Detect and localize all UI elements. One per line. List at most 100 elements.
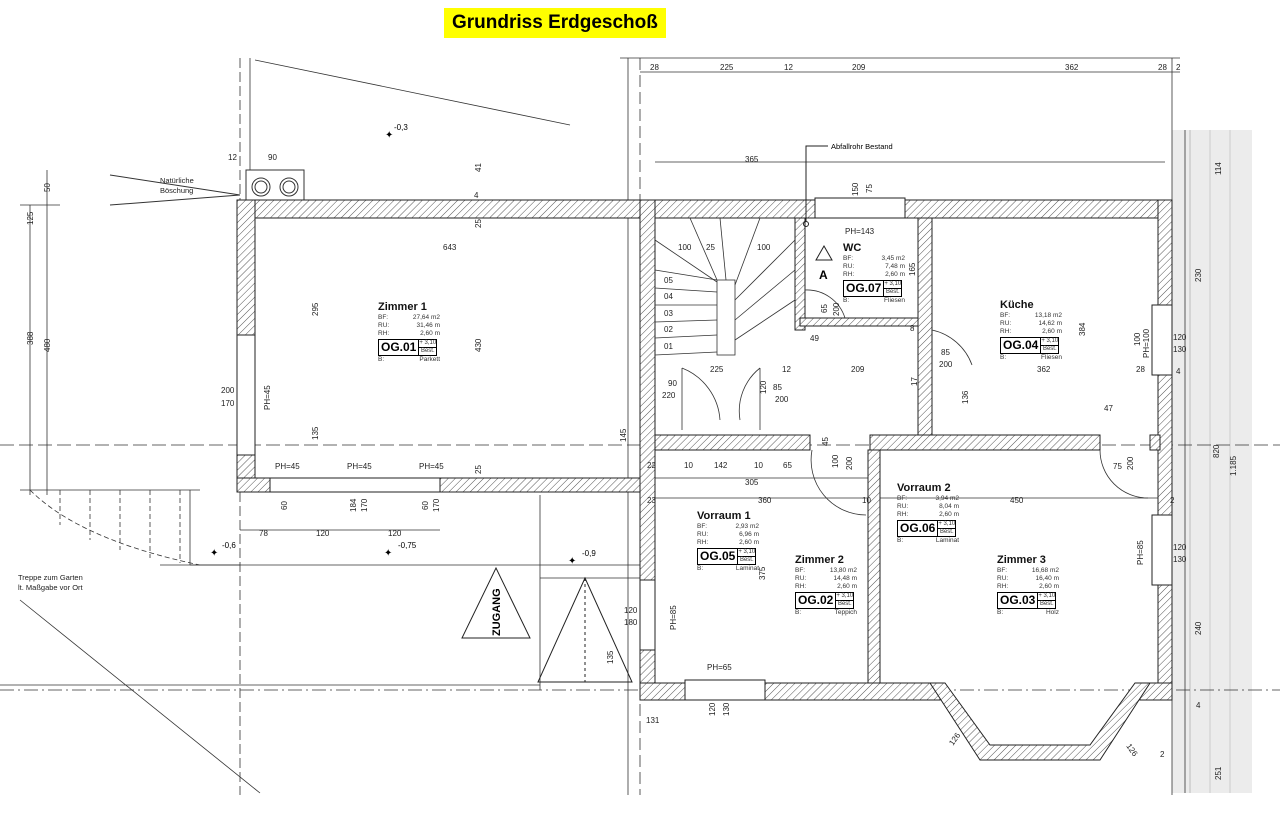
level-height: + 3,10 (938, 521, 956, 529)
dimension-label: 135 (311, 426, 320, 440)
dimension-label: 120 (759, 380, 768, 394)
room-floor: Teppich (834, 609, 857, 616)
dimension-label: 130 (722, 702, 731, 716)
room-area: 3,45 m2 (881, 255, 906, 262)
dimension-label: 125 (26, 211, 35, 225)
dimension-label: 150 (851, 182, 860, 196)
bf-label: BF: (843, 255, 854, 262)
ru-label: RU: (843, 263, 855, 270)
zugang-label: ZUGANG (491, 588, 503, 636)
dimension-label: 10 (684, 461, 693, 470)
svg-text:-0,75: -0,75 (398, 541, 417, 550)
ru-label: RU: (1000, 320, 1012, 327)
ru-label: RU: (378, 322, 390, 329)
dimension-label: 01 (664, 342, 673, 351)
chimney (109, 169, 305, 206)
dimension-label: PH=85 (1136, 540, 1145, 565)
b-label: B: (697, 565, 704, 572)
level-height: + 3,10 (1041, 338, 1059, 346)
dimension-label: 120 (388, 529, 402, 538)
level-height: + 3,10 (884, 281, 902, 289)
ru-label: RU: (897, 503, 909, 510)
room-area: 3,94 m2 (935, 495, 960, 502)
room-height: 2,60 m (837, 583, 857, 590)
dimension-label: 480 (43, 338, 52, 352)
dimension-label: 450 (1010, 496, 1024, 505)
bf-label: BF: (378, 314, 389, 321)
level-height: + 3,10 (419, 340, 437, 348)
ru-label: RU: (795, 575, 807, 582)
b-label: B: (795, 609, 802, 616)
neighbor-building (1172, 130, 1252, 793)
room-name: Vorraum 2 (897, 482, 951, 494)
b-label: B: (378, 356, 385, 363)
dimension-label: 90 (268, 153, 277, 162)
abfallrohr-leader: Abfallrohr Bestand (803, 142, 893, 227)
dimension-label: 362 (1037, 365, 1051, 374)
rh-label: RH: (843, 271, 855, 278)
dimension-label: 49 (810, 334, 819, 343)
dimension-label: 23 (647, 496, 656, 505)
dimension-label: 28 (650, 63, 659, 72)
bf-label: BF: (897, 495, 908, 502)
dimension-label: 230 (1194, 268, 1203, 282)
best-label: Best. (939, 529, 954, 535)
dimension-label: 8 (910, 324, 915, 333)
dimension-label: 200 (221, 386, 235, 395)
room-area: 27,64 m2 (412, 314, 440, 321)
room-perimeter: 6,96 m (739, 531, 759, 538)
dimension-label: 145 (619, 428, 628, 442)
dimension-label: 126 (947, 731, 962, 748)
best-label: Best. (885, 289, 900, 295)
dimension-label: 430 (474, 338, 483, 352)
dimension-label: PH=85 (669, 605, 678, 630)
level-height: + 3,10 (738, 549, 756, 557)
best-label: Best. (837, 601, 852, 607)
dimension-label: PH=45 (419, 462, 444, 471)
room-code: OG.03 (997, 592, 1039, 609)
dimension-label: 180 (624, 618, 638, 627)
dimension-label: 1.185 (1229, 455, 1238, 476)
dimension-label: 170 (360, 498, 369, 512)
dimension-label: 60 (280, 501, 289, 510)
room-area: 2,93 m2 (735, 523, 760, 530)
dimension-label: 28 (1136, 365, 1145, 374)
dimension-label: 2 (1170, 496, 1175, 505)
room-height: 2,60 m (1039, 583, 1059, 590)
dimension-label: 04 (664, 292, 673, 301)
dimension-label: 65 (783, 461, 792, 470)
dimension-label: 251 (1214, 766, 1223, 780)
level-height: + 3,10 (836, 593, 854, 601)
svg-text:Abfallrohr Bestand: Abfallrohr Bestand (831, 142, 893, 151)
room-area: 13,80 m2 (829, 567, 857, 574)
dimension-label: 240 (1194, 621, 1203, 635)
room-perimeter: 8,04 m (939, 503, 959, 510)
dimension-label: 100 (831, 454, 840, 468)
room-code: OG.01 (378, 339, 420, 356)
dimension-label: PH=143 (845, 227, 875, 236)
rh-label: RH: (795, 583, 807, 590)
room-height: 2,60 m (739, 539, 759, 546)
room-height: 2,60 m (939, 511, 959, 518)
dimension-label: 643 (443, 243, 457, 252)
room-name: WC (843, 242, 862, 254)
dimension-label: 120 (708, 702, 717, 716)
svg-text:✦: ✦ (385, 130, 393, 141)
dimension-label: PH=45 (275, 462, 300, 471)
garden-stair (29, 489, 201, 566)
room-area: 13,18 m2 (1034, 312, 1062, 319)
dimension-label: 200 (775, 395, 789, 404)
rh-label: RH: (1000, 328, 1012, 335)
dimension-label: 4 (474, 191, 479, 200)
best-label: Best. (420, 348, 435, 354)
dimension-label: 25 (474, 219, 483, 228)
dimension-label: 142 (714, 461, 728, 470)
room-code: OG.07 (843, 280, 885, 297)
dimension-label: 120 (1173, 543, 1187, 552)
dimension-label: 90 (668, 379, 677, 388)
bf-label: BF: (1000, 312, 1011, 319)
